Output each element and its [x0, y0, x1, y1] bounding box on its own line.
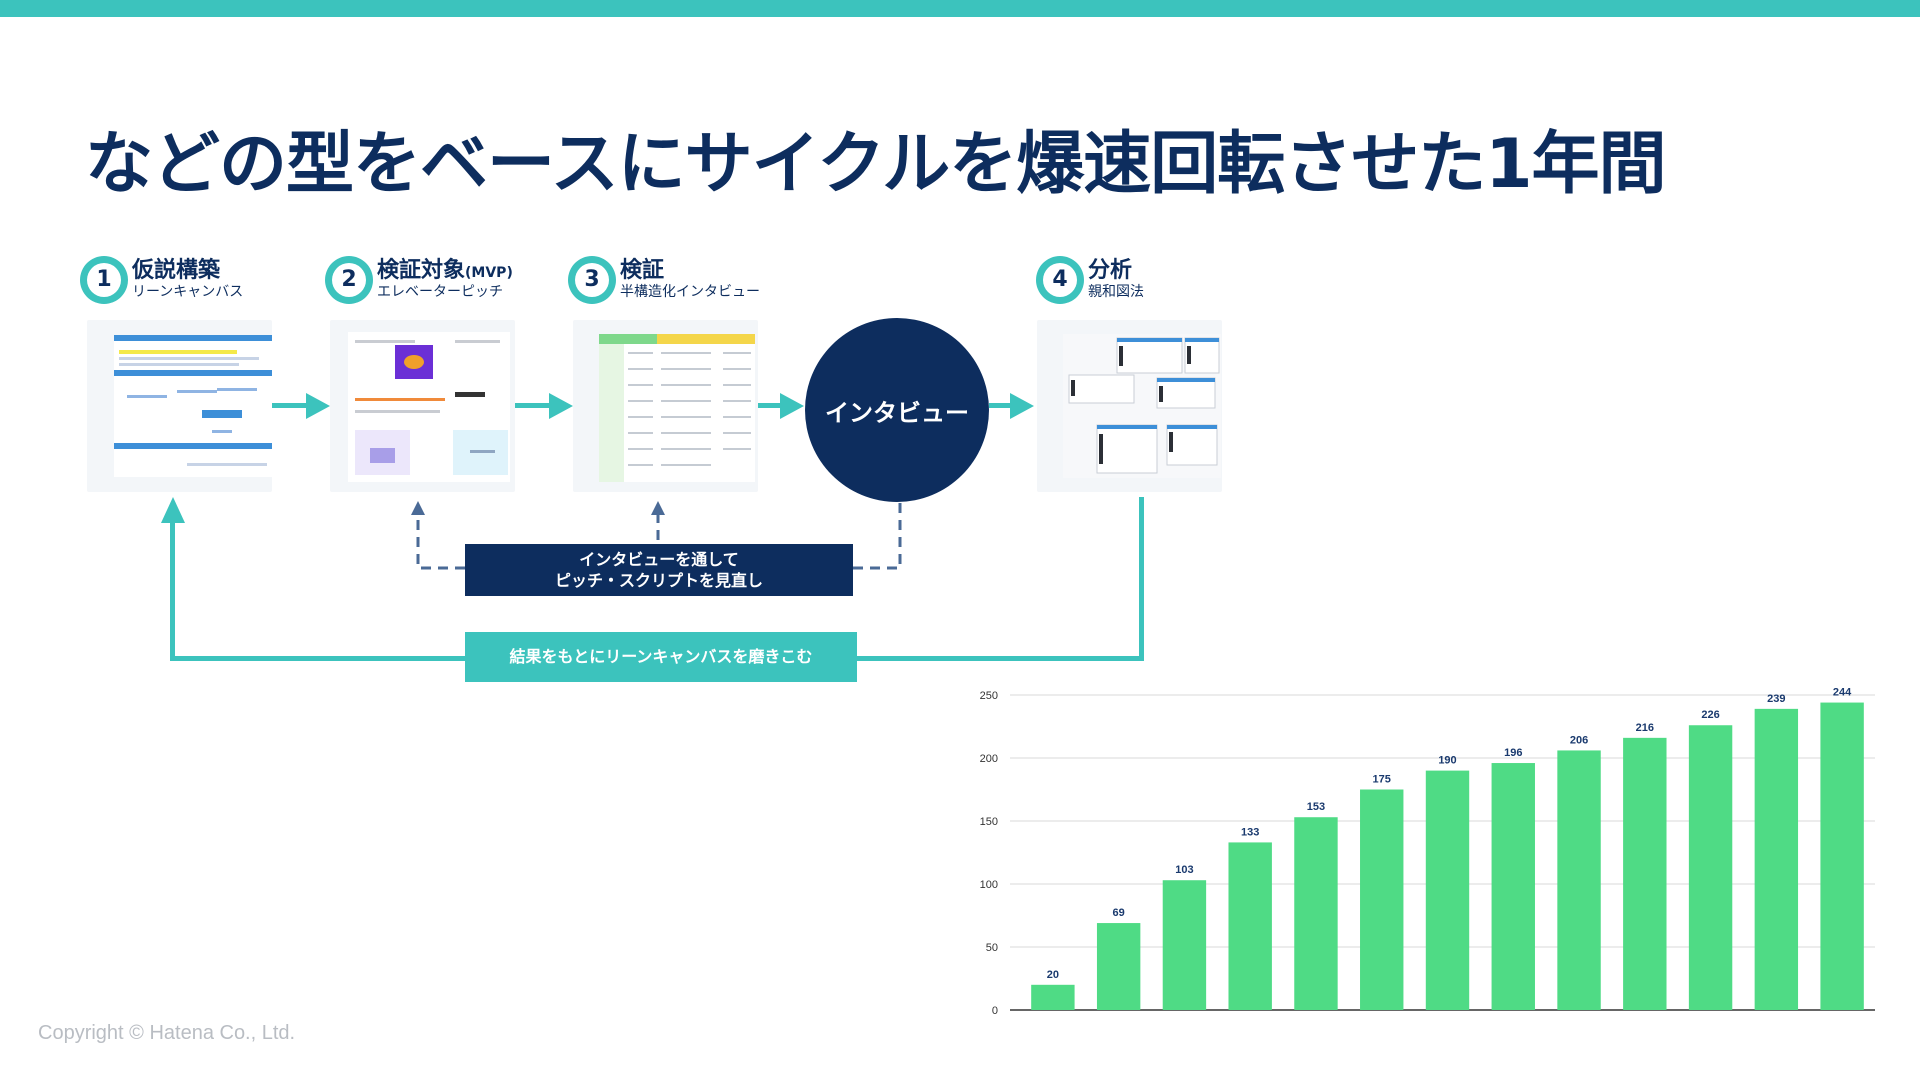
step-4-subtitle: 親和図法	[1088, 281, 1144, 301]
bar	[1623, 738, 1666, 1010]
y-tick-label: 250	[980, 690, 998, 702]
bar	[1755, 709, 1798, 1010]
step-2-badge: 2	[325, 256, 373, 304]
loop-line-bottom-left	[170, 656, 465, 661]
bar-value-label: 226	[1701, 709, 1719, 721]
y-tick-label: 100	[980, 879, 998, 891]
step-1-number: 1	[87, 263, 121, 297]
arrow-1-2-line	[272, 403, 308, 408]
copyright: Copyright © Hatena Co., Ltd.	[38, 1022, 295, 1045]
bar	[1820, 703, 1863, 1010]
elevator-pitch-thumbnail	[330, 320, 515, 492]
affinity-diagram-thumbnail-image	[1037, 320, 1222, 492]
bar-value-label: 133	[1241, 826, 1259, 838]
step-4-number: 4	[1043, 263, 1077, 297]
bar-chart: 0 50 100 150 200 250 20 69 103 133 153 175 190 196 206…	[970, 675, 1880, 1020]
step-3-title-text: 検証	[620, 258, 664, 283]
bar-value-label: 20	[1047, 969, 1059, 981]
bar	[1228, 842, 1271, 1010]
bar	[1492, 763, 1535, 1010]
step-2-subtitle: エレベーターピッチ	[377, 281, 503, 301]
loop-box: 結果をもとにリーンキャンバスを磨きこむ	[465, 632, 857, 682]
feedback-box: インタビューを通して ピッチ・スクリプトを見直し	[465, 544, 853, 596]
step-4-badge: 4	[1036, 256, 1084, 304]
step-3-badge: 3	[568, 256, 616, 304]
bar-value-label: 190	[1438, 755, 1456, 767]
step-1-title-text: 仮説構築	[132, 258, 220, 283]
elevator-pitch-thumbnail-image	[330, 320, 515, 492]
interview-script-thumbnail	[573, 320, 758, 492]
step-4-title-text: 分析	[1088, 258, 1132, 283]
step-1-badge: 1	[80, 256, 128, 304]
bar-value-label: 175	[1373, 774, 1391, 786]
arrow-2-3-head	[549, 393, 573, 419]
step-3-subtitle: 半構造化インタビュー	[620, 281, 760, 301]
bar-value-label: 239	[1767, 693, 1785, 705]
lean-canvas-thumbnail	[87, 320, 272, 492]
bar-value-label: 69	[1113, 907, 1125, 919]
step-3-number: 3	[575, 263, 609, 297]
bar	[1097, 923, 1140, 1010]
interview-script-thumbnail-image	[573, 320, 758, 492]
bar	[1689, 725, 1732, 1010]
loop-line-left	[170, 520, 175, 661]
step-2-title-suffix: (MVP)	[465, 265, 513, 281]
feedback-box-line2: ピッチ・スクリプトを見直し	[465, 570, 853, 591]
step-2-title: 検証対象(MVP)	[377, 252, 513, 284]
bar-value-label: 216	[1636, 722, 1654, 734]
y-tick-label: 0	[992, 1005, 998, 1017]
bar-value-label: 153	[1307, 801, 1325, 813]
lean-canvas-thumbnail-image	[87, 320, 272, 492]
step-2-number: 2	[332, 263, 366, 297]
loop-arrow-head	[161, 497, 185, 523]
arrow-2-3-line	[515, 403, 551, 408]
bar	[1163, 880, 1206, 1010]
step-3-title: 検証	[620, 252, 664, 284]
y-tick-label: 200	[980, 753, 998, 765]
feedback-box-line1: インタビューを通して	[465, 549, 853, 570]
page-title: などの型をベースにサイクルを爆速回転させた1年間	[85, 108, 1785, 207]
loop-line-bottom-right	[857, 656, 1144, 661]
bar	[1557, 750, 1600, 1010]
bar-value-label: 206	[1570, 734, 1588, 746]
arrow-interview-4-head	[1010, 393, 1034, 419]
affinity-diagram-thumbnail	[1037, 320, 1222, 492]
loop-line-right	[1139, 497, 1144, 661]
arrow-1-2-head	[306, 393, 330, 419]
bar	[1294, 817, 1337, 1010]
bar	[1360, 790, 1403, 1011]
bar-value-label: 244	[1833, 687, 1852, 699]
interview-circle: インタビュー	[805, 318, 989, 502]
y-tick-label: 150	[980, 816, 998, 828]
bar	[1031, 985, 1074, 1010]
y-tick-label: 50	[986, 942, 998, 954]
step-2-title-text: 検証対象	[377, 258, 465, 283]
bar-value-label: 196	[1504, 747, 1522, 759]
step-4-title: 分析	[1088, 252, 1132, 284]
bar	[1426, 771, 1469, 1010]
bar-value-label: 103	[1175, 864, 1193, 876]
top-accent-bar	[0, 0, 1920, 17]
arrow-interview-4-line	[989, 403, 1011, 408]
step-1-title: 仮説構築	[132, 252, 220, 284]
step-1-subtitle: リーンキャンバス	[132, 281, 243, 301]
arrow-3-interview-head	[780, 393, 804, 419]
